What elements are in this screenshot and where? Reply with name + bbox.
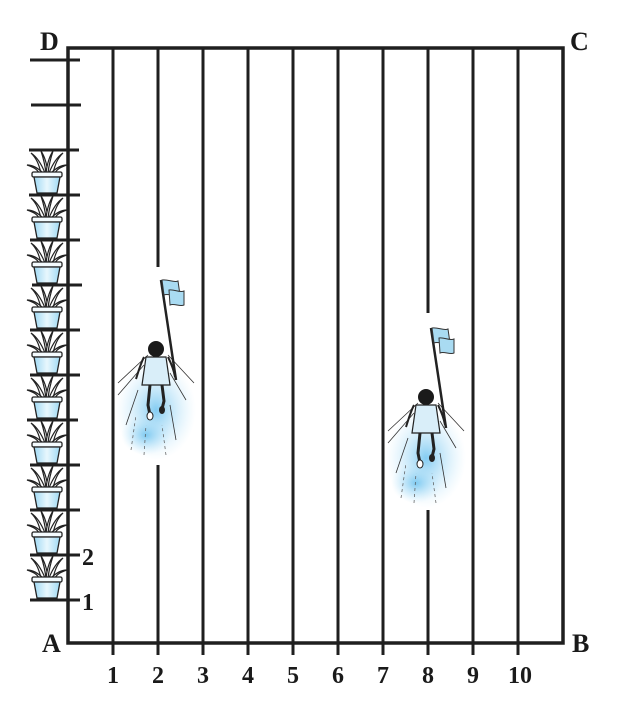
x-tick-label: 10 <box>508 663 532 689</box>
runner-with-flag-icon-line-8 <box>384 326 468 510</box>
x-tick-label: 9 <box>467 663 479 689</box>
track-lines <box>111 48 520 655</box>
flower-pot-icon <box>26 420 68 464</box>
flower-pot-icon <box>26 240 68 284</box>
ground-boundary <box>66 46 565 645</box>
flower-pot-icon <box>26 510 68 554</box>
flower-pot-icon <box>26 285 68 329</box>
corner-label-d: D <box>40 27 59 56</box>
corner-label-a: A <box>42 629 61 658</box>
flower-pot-icon <box>26 465 68 509</box>
flower-pot-icon <box>26 150 68 194</box>
x-tick-label: 2 <box>152 663 164 689</box>
x-axis-labels: 1 2 3 4 5 6 7 8 9 10 <box>107 663 532 689</box>
x-tick-label: 7 <box>377 663 389 689</box>
flower-pot-icon <box>26 195 68 239</box>
flower-pot-icon <box>26 375 68 419</box>
flower-pot-icon <box>26 555 68 599</box>
x-tick-label: 6 <box>332 663 344 689</box>
corner-label-c: C <box>570 27 589 56</box>
runner-with-flag-icon-line-2 <box>114 278 198 462</box>
x-tick-label: 3 <box>197 663 209 689</box>
x-tick-label: 8 <box>422 663 434 689</box>
x-tick-label: 4 <box>242 663 254 689</box>
shelf-lines <box>27 58 82 602</box>
flower-pot-icon <box>26 330 68 374</box>
shelf-label-1: 1 <box>82 590 94 616</box>
shelf-label-2: 2 <box>82 545 94 571</box>
x-tick-label: 1 <box>107 663 119 689</box>
corner-label-b: B <box>572 629 589 658</box>
x-tick-label: 5 <box>287 663 299 689</box>
